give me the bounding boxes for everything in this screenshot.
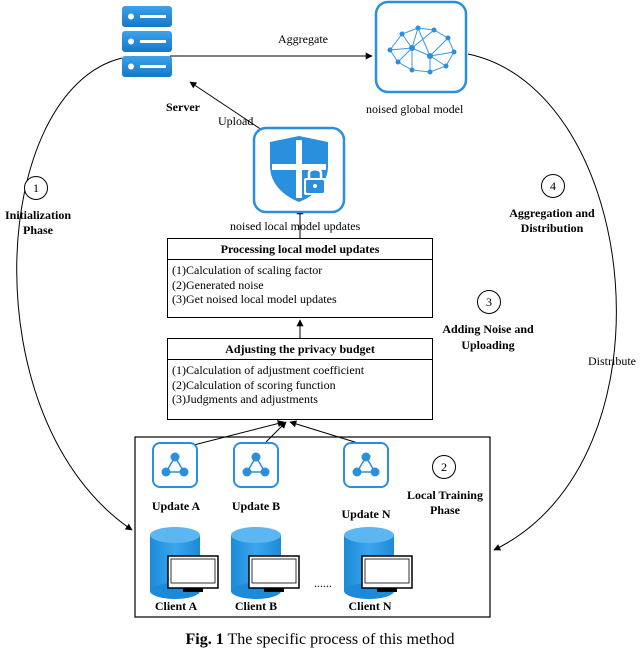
phase-3-subtitle: Uploading — [461, 338, 515, 352]
network-nodes-icon — [343, 442, 389, 488]
adjusting-box: Adjusting the privacy budget (1)Calculat… — [167, 338, 433, 420]
processing-box-title: Processing local model updates — [168, 239, 432, 260]
adjusting-step-2: (2)Calculation of scoring function — [172, 377, 336, 392]
figure-caption-text: The specific process of this method — [227, 631, 455, 648]
local-training-container — [134, 436, 491, 618]
upload-arrow — [189, 81, 263, 131]
client-b-label: Client B — [234, 599, 278, 613]
processing-step-3: (3)Get noised local model updates — [172, 292, 337, 306]
update-a-label: Update A — [151, 499, 201, 513]
phase-4-title: Aggregation and — [509, 206, 595, 220]
server-rack-icon — [122, 6, 172, 77]
database-computer-icon — [344, 527, 413, 599]
update-a-arrow — [181, 420, 285, 449]
client-a-label: Client A — [154, 599, 198, 613]
phase-1-title: Initialization — [4, 208, 71, 222]
network-nodes-icon — [233, 442, 279, 488]
upload-label: Upload — [218, 114, 254, 128]
phase-3-title: Adding Noise and — [442, 322, 534, 336]
aggregate-label: Aggregate — [278, 32, 328, 46]
figure-caption-prefix: Fig. 1 — [185, 631, 224, 648]
network-nodes-icon — [152, 442, 198, 488]
database-computer-icon — [231, 527, 300, 599]
local-updates-label: noised local model updates — [230, 219, 361, 233]
phase-4-number: 4 — [541, 174, 565, 198]
ellipsis-label: ...... — [314, 576, 332, 590]
update-b-label: Update B — [231, 499, 281, 513]
neural-network-icon — [374, 0, 468, 94]
adjusting-box-title: Adjusting the privacy budget — [168, 339, 432, 360]
phase-1-subtitle: Phase — [23, 223, 53, 237]
processing-step-2: (2)Generated noise — [172, 277, 264, 292]
server-label: Server — [166, 100, 200, 114]
figure-caption: Fig. 1 The specific process of this meth… — [0, 630, 640, 650]
phase-2-title: Local Training — [407, 488, 483, 502]
processing-box: Processing local model updates (1)Calcul… — [167, 238, 433, 318]
adjusting-step-1: (1)Calculation of adjustment coefficient — [172, 363, 365, 377]
initialization-curve — [16, 57, 133, 531]
update-n-label: Update N — [341, 507, 391, 521]
distribution-curve — [467, 53, 617, 551]
phase-2-number: 2 — [432, 455, 456, 479]
phase-4-subtitle: Distribution — [520, 221, 584, 235]
global-model-label: noised global model — [366, 102, 464, 116]
processing-step-1: (1)Calculation of scaling factor — [172, 263, 323, 277]
phase-1-number: 1 — [24, 176, 48, 200]
distribute-label: Distribute — [588, 354, 636, 368]
adjusting-step-3: (3)Judgments and adjustments — [172, 392, 318, 406]
phase-2-subtitle: Phase — [430, 503, 460, 517]
phase-3-number: 3 — [477, 290, 501, 314]
shield-lock-icon — [252, 126, 346, 214]
client-n-label: Client N — [348, 599, 392, 613]
database-computer-icon — [150, 527, 219, 599]
